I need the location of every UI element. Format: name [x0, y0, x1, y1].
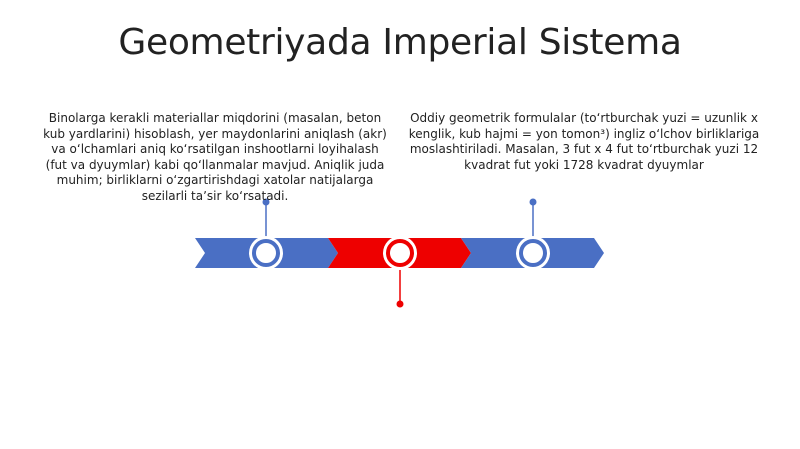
- milestone-marker-2: [383, 236, 417, 270]
- right-description: Oddiy geometrik formulalar (toʻrtburchak…: [408, 111, 760, 172]
- milestone-marker-3: [516, 236, 550, 270]
- slide-title: Geometriyada Imperial Sistema: [118, 22, 682, 63]
- connector-dot-1: [262, 198, 270, 206]
- left-description: Binolarga kerakli materiallar miqdorini …: [43, 111, 387, 203]
- connector-dot-3: [529, 198, 537, 206]
- connector-dot-2: [396, 300, 404, 308]
- milestone-marker-1: [249, 236, 283, 270]
